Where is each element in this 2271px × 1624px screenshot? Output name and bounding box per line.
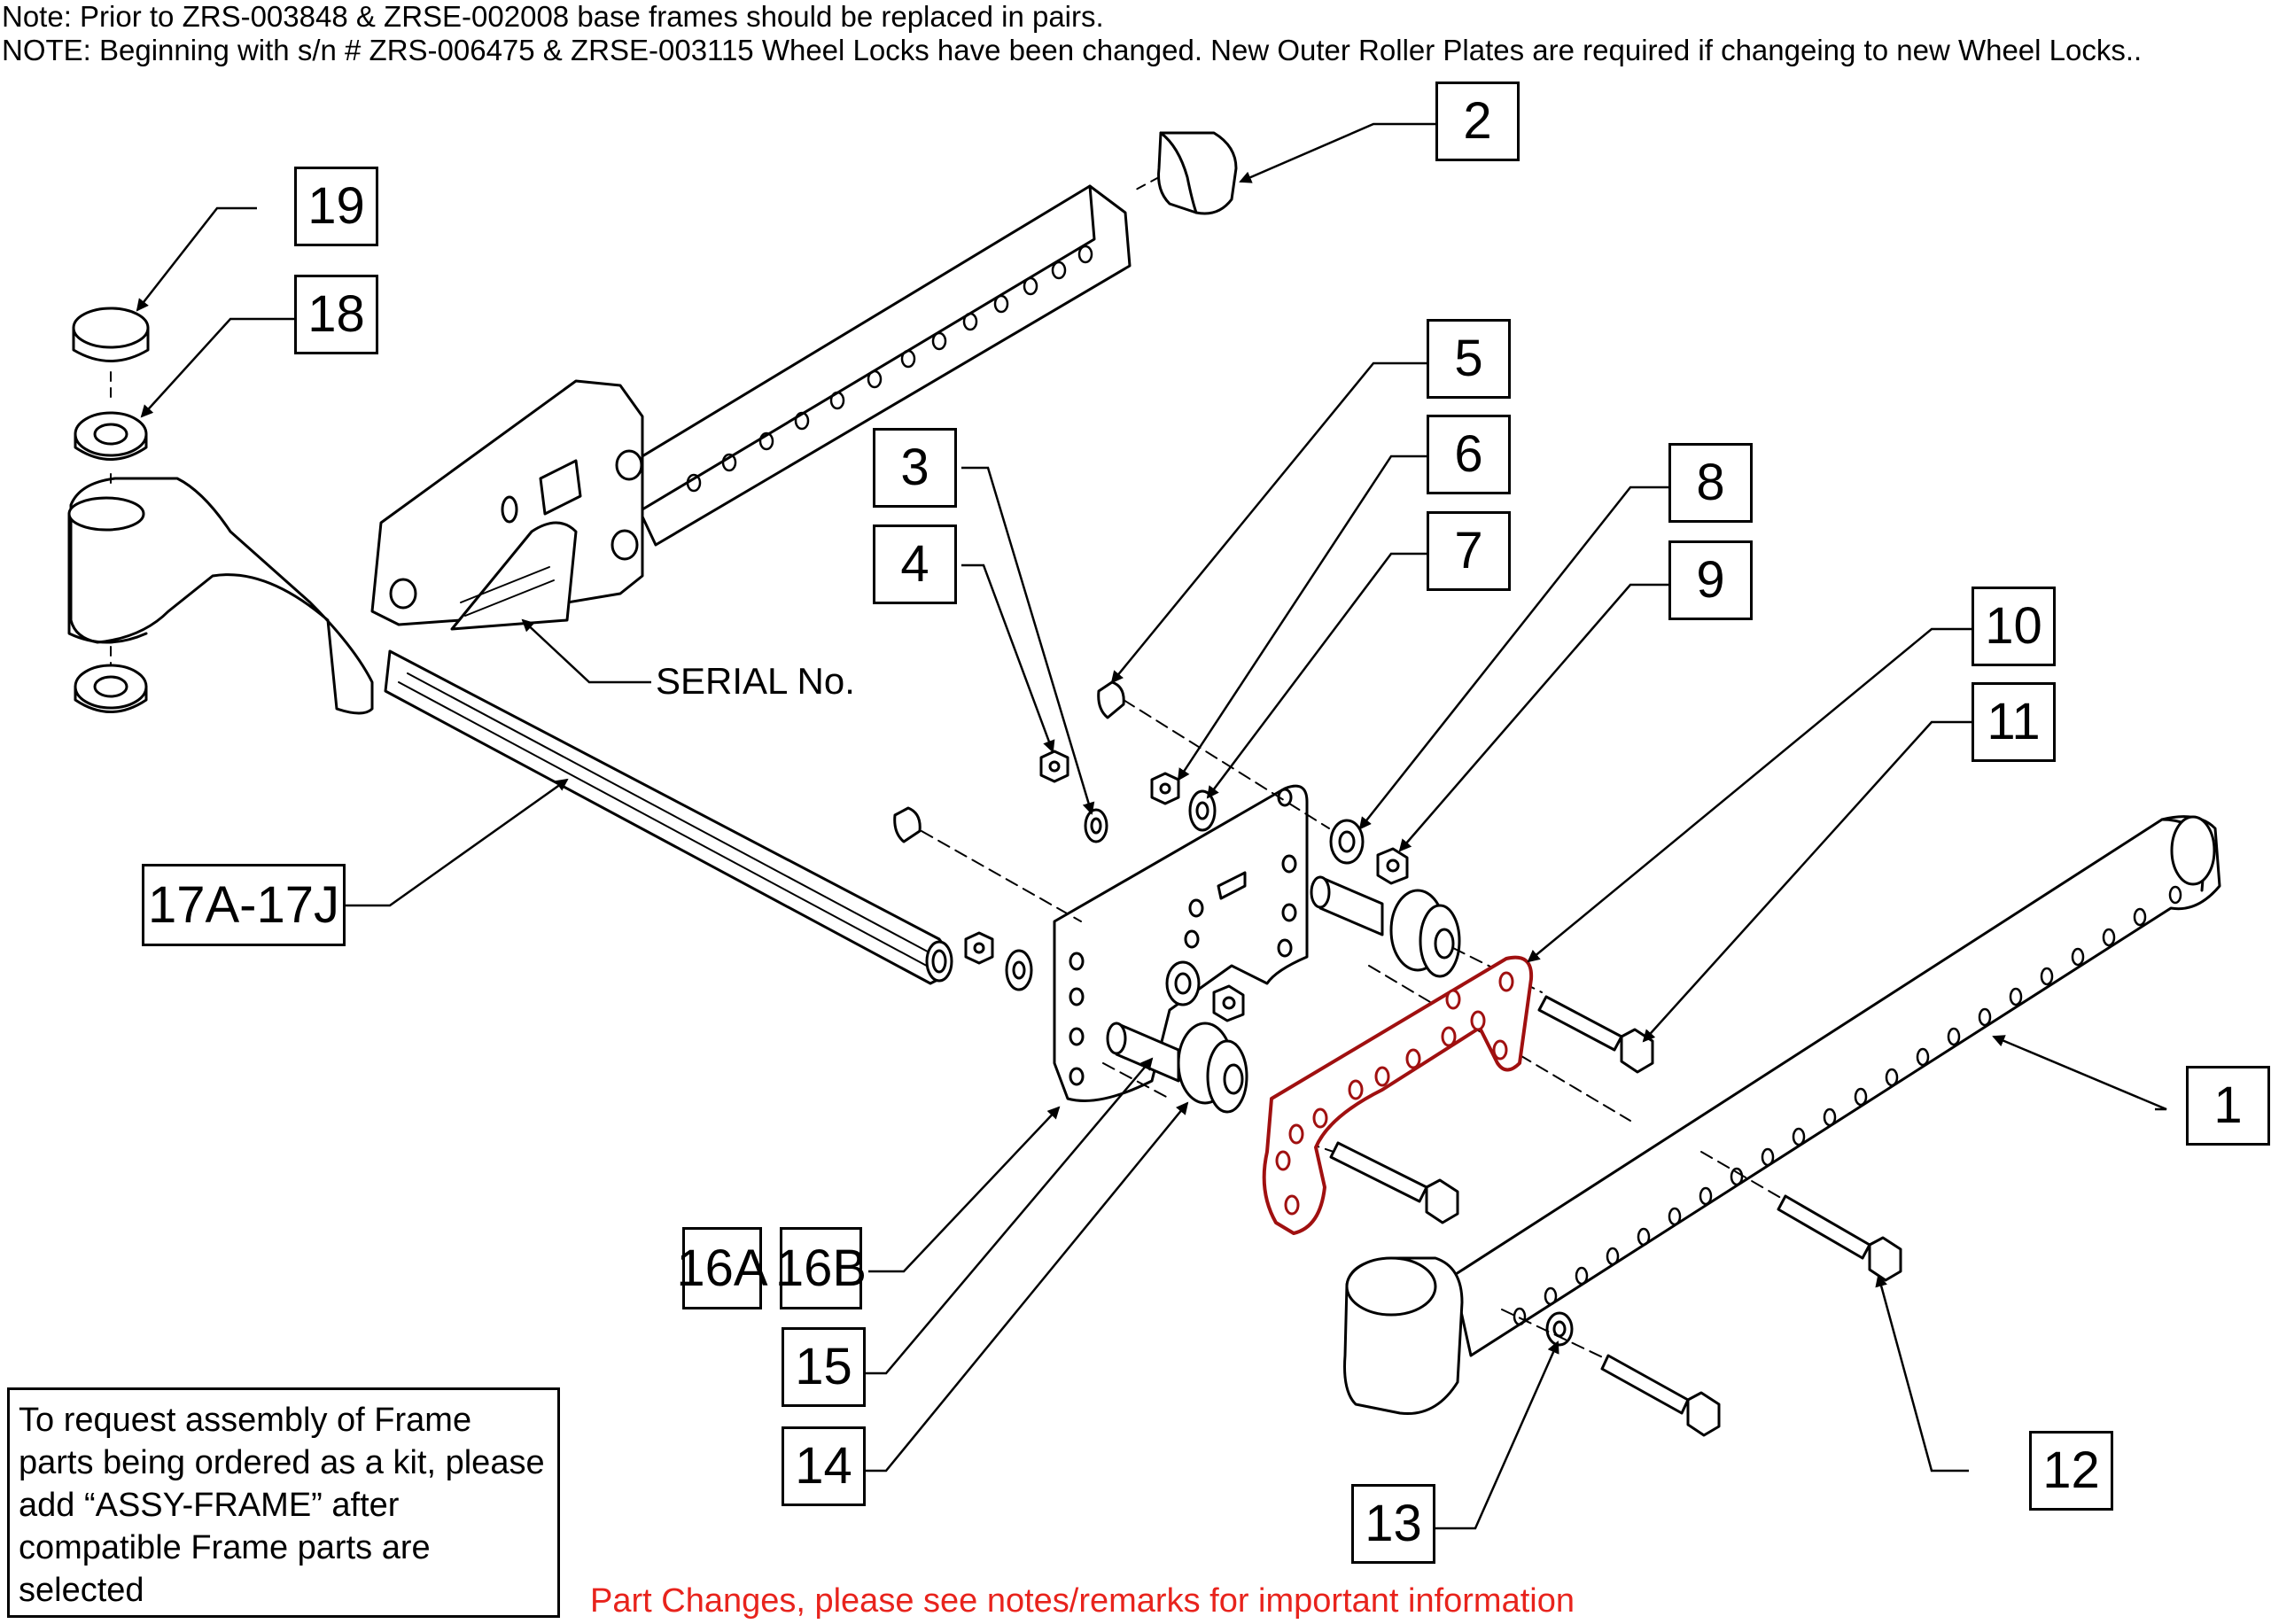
caster-cap-19 xyxy=(72,307,150,362)
callout-7: 7 xyxy=(1427,511,1511,591)
nut-lower xyxy=(1212,984,1245,1022)
serial-number-label: SERIAL No. xyxy=(656,660,855,702)
spacer-8 xyxy=(1329,819,1365,865)
roller-14 xyxy=(1177,1022,1248,1114)
callout-12: 12 xyxy=(2029,1431,2113,1511)
callout-4: 4 xyxy=(873,524,957,604)
callout-3: 3 xyxy=(873,428,957,508)
callout-17: 17A-17J xyxy=(142,864,346,946)
spacer-lower xyxy=(1165,960,1201,1006)
screw-lower-left xyxy=(893,806,922,843)
cross-tube-17 xyxy=(384,649,953,985)
washer-7 xyxy=(1188,789,1217,832)
caster-fork xyxy=(67,477,374,715)
note-wheel-locks: NOTE: Beginning with s/n # ZRS-006475 & … xyxy=(2,34,2143,66)
pivot-bracket xyxy=(370,379,644,631)
outer-plate-holes xyxy=(1275,971,1514,1216)
callout-16b: 16B xyxy=(775,1227,867,1309)
nut-4 xyxy=(1039,750,1069,783)
bolt-lower xyxy=(1329,1141,1459,1224)
axle-sleeve-15 xyxy=(1106,1022,1180,1083)
screw-13 xyxy=(1600,1354,1721,1437)
callout-14: 14 xyxy=(782,1426,866,1506)
bolt-12 xyxy=(1777,1194,1902,1282)
callout-5: 5 xyxy=(1427,319,1511,399)
bearing-18 xyxy=(74,411,148,461)
callout-1: 1 xyxy=(2186,1066,2270,1146)
callout-6: 6 xyxy=(1427,415,1511,494)
rear-frame-tube xyxy=(618,184,1132,547)
rear-tube-holes xyxy=(686,245,1093,493)
outer-roller-plate-highlighted xyxy=(1262,955,1534,1235)
screw-5 xyxy=(1097,680,1125,719)
front-end-cap xyxy=(1343,1256,1464,1416)
leader-lines xyxy=(136,122,2167,1530)
end-cap-2 xyxy=(1157,131,1238,215)
nut-9 xyxy=(1376,847,1409,885)
nut-6 xyxy=(1150,772,1180,805)
kit-assembly-note: To request assembly of Frame parts being… xyxy=(7,1387,560,1618)
bearing-lower xyxy=(74,664,148,713)
callout-2: 2 xyxy=(1435,82,1520,161)
washer-lower-left xyxy=(1005,949,1033,991)
callout-15: 15 xyxy=(782,1327,866,1407)
washer-13 xyxy=(1545,1311,1574,1347)
callout-8: 8 xyxy=(1668,443,1753,523)
part-changes-note: Part Changes, please see notes/remarks f… xyxy=(590,1582,1575,1620)
callout-18: 18 xyxy=(294,275,378,354)
callout-9: 9 xyxy=(1668,540,1753,620)
side-frame-tube-1 xyxy=(1451,815,2221,1357)
side-tube-holes xyxy=(1513,885,2182,1326)
bolt-11 xyxy=(1537,995,1654,1074)
callout-19: 19 xyxy=(294,167,378,246)
callout-11: 11 xyxy=(1972,682,2056,762)
callout-10: 10 xyxy=(1972,587,2056,666)
nut-lower-left xyxy=(964,931,994,965)
washer-3 xyxy=(1084,808,1108,843)
roller-upper xyxy=(1389,889,1461,978)
callout-16a: 16A xyxy=(676,1227,768,1309)
note-base-frames: Note: Prior to ZRS-003848 & ZRSE-002008 … xyxy=(2,0,1104,33)
callout-13: 13 xyxy=(1351,1484,1435,1564)
axle-sleeve-upper xyxy=(1310,875,1384,936)
